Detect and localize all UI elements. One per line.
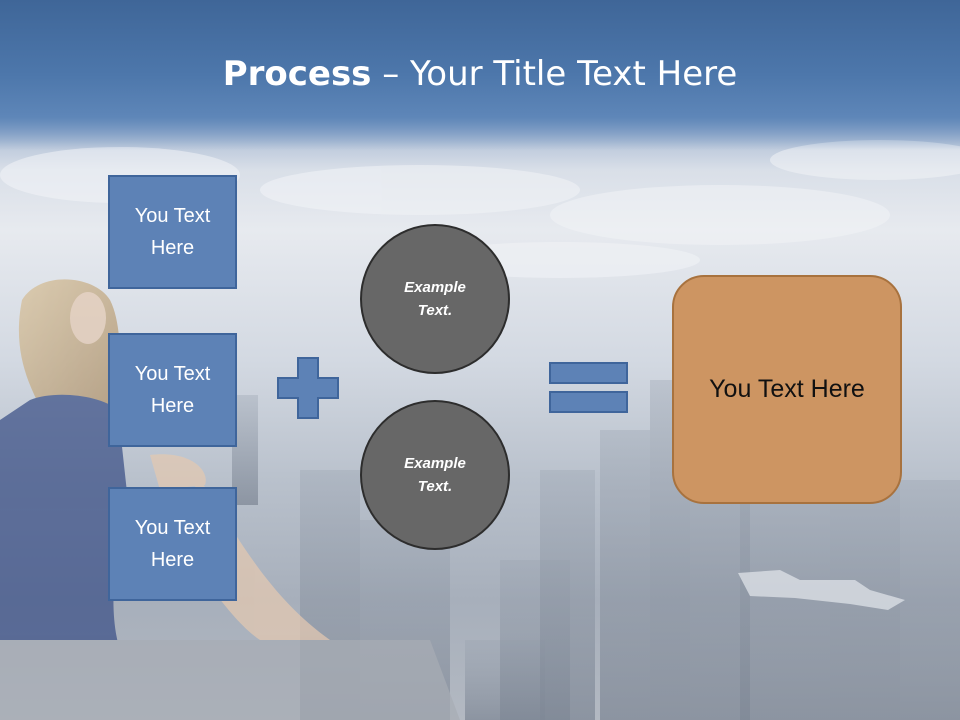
header-band bbox=[0, 0, 960, 150]
title-rest: – Your Title Text Here bbox=[371, 54, 738, 94]
circle-label: Example Text. bbox=[404, 455, 466, 495]
example-circle-1[interactable]: Example Text. bbox=[360, 224, 510, 374]
result-label: You Text Here bbox=[709, 375, 865, 403]
text-box-2[interactable]: You Text Here bbox=[108, 333, 237, 447]
equals-icon bbox=[549, 362, 628, 413]
text-box-1[interactable]: You Text Here bbox=[108, 175, 237, 289]
result-box[interactable]: You Text Here bbox=[672, 275, 902, 504]
circle-label: Example Text. bbox=[404, 279, 466, 319]
plus-icon bbox=[277, 357, 339, 419]
title-bold: Process bbox=[222, 54, 372, 94]
slide-title: Process – Your Title Text Here bbox=[0, 50, 960, 98]
text-box-label: You Text Here bbox=[134, 205, 211, 259]
text-box-3[interactable]: You Text Here bbox=[108, 487, 237, 601]
text-box-label: You Text Here bbox=[134, 363, 211, 417]
example-circle-2[interactable]: Example Text. bbox=[360, 400, 510, 550]
text-box-label: You Text Here bbox=[134, 517, 211, 571]
